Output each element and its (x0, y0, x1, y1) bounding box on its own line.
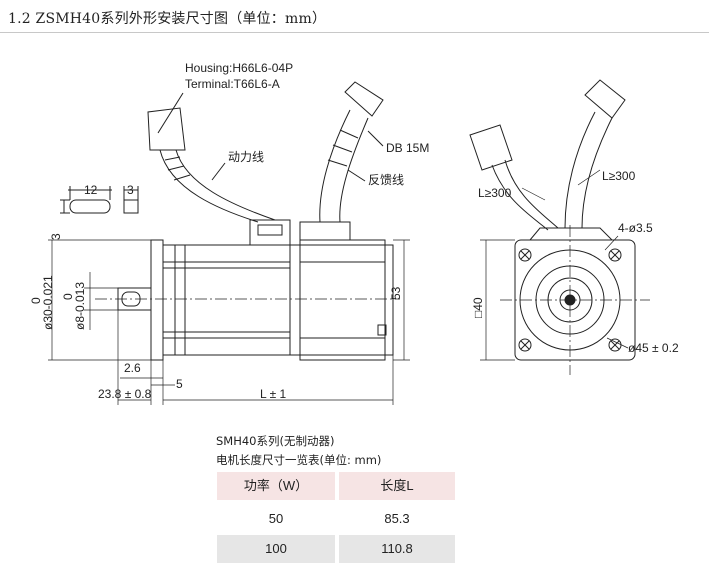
table-subtitle: 电机长度尺寸一览表(单位: mm) (216, 453, 382, 467)
power-line-label: 动力线 (228, 150, 264, 164)
key-detail (60, 186, 139, 214)
shaft-dia-tolerance-top: 0 (29, 297, 43, 304)
feedback-line-label: 反馈线 (368, 173, 404, 187)
table-cell: 85.3 (384, 511, 410, 526)
page-heading: 1.2 ZSMH40系列外形安装尺寸图（单位：mm） (8, 11, 327, 27)
dim-5-label: 5 (176, 377, 183, 391)
shaft-small-label: ø8-0.013 (73, 282, 87, 330)
front-view-motor (469, 79, 650, 375)
dim-L-label: L ± 1 (260, 387, 286, 401)
db-label: DB 15M (386, 141, 429, 155)
key-depth-label: 3 (49, 233, 63, 240)
height-53-label: 53 (389, 286, 403, 300)
heading-divider (0, 32, 709, 33)
pcd-label: ø45 ± 0.2 (628, 341, 679, 355)
shaft-small-tolerance-top: 0 (61, 293, 75, 300)
side-view-motor (48, 81, 410, 405)
shaft-dia-label: ø30-0.021 (41, 275, 55, 330)
table-cell: 110.8 (339, 535, 455, 563)
square-40-label: □40 (471, 297, 485, 318)
cable-right-label: L≥300 (602, 169, 636, 183)
table-cell: 100 (217, 535, 335, 563)
cable-left-label: L≥300 (478, 186, 512, 200)
table-header-length: 长度L (339, 472, 455, 500)
terminal-label: Terminal:T66L6-A (185, 77, 280, 91)
key-height-label: 3 (127, 183, 134, 197)
dim-2-6-label: 2.6 (124, 361, 141, 375)
table-title: SMH40系列(无制动器) (216, 434, 335, 448)
table-header-power: 功率（W） (217, 472, 335, 500)
housing-label: Housing:H66L6-04P (185, 61, 293, 75)
table-cell: 50 (268, 511, 284, 526)
dim-23-8-label: 23.8 ± 0.8 (98, 387, 152, 401)
key-width-label: 12 (84, 183, 98, 197)
hole-label: 4-ø3.5 (618, 221, 653, 235)
